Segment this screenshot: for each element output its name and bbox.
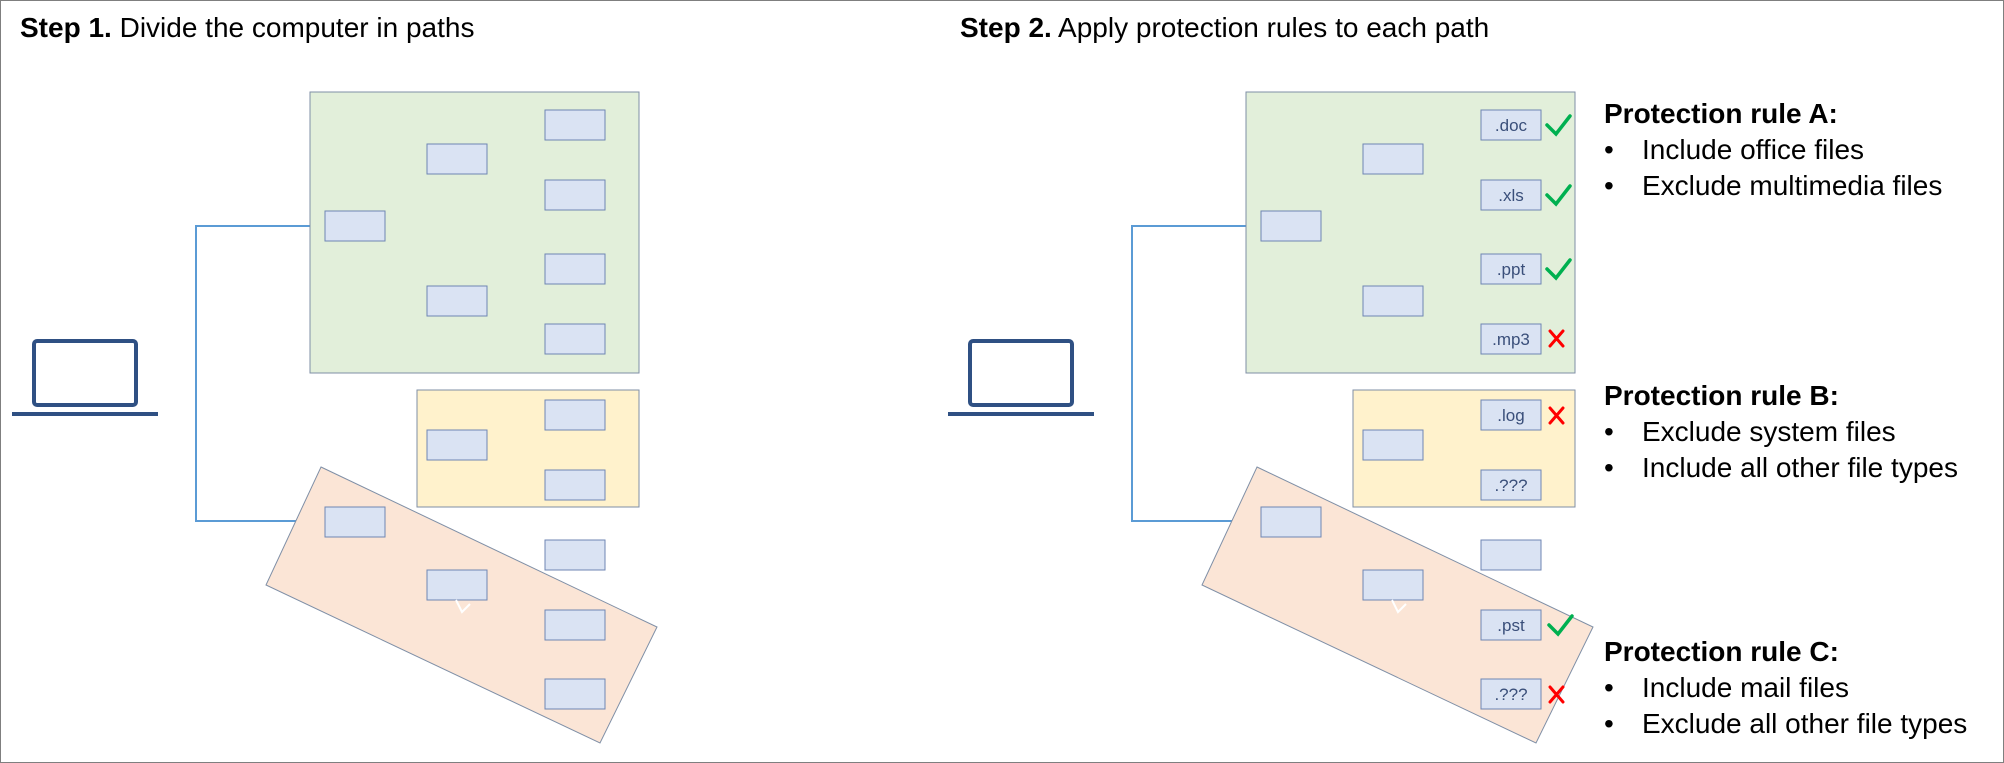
path-connector [195, 225, 325, 522]
rule-a-title: Protection rule A: [1604, 98, 1838, 129]
protection-rule-a: Protection rule A: Include office files … [1604, 98, 1942, 204]
folder-box [1260, 210, 1322, 242]
protection-rule-b: Protection rule B: Exclude system files … [1604, 380, 1958, 486]
file-box [1480, 539, 1542, 571]
step1-title-bold: Step 1. [20, 12, 112, 43]
rule-c-item: Exclude all other file types [1604, 706, 1967, 742]
tick-mark [455, 599, 471, 614]
folder-box [426, 569, 488, 601]
rule-b-item: Exclude system files [1604, 414, 1958, 450]
cross-icon [1548, 685, 1565, 704]
file-ppt [1480, 253, 1542, 285]
tick-mark [1391, 599, 1407, 614]
protection-rule-c: Protection rule C: Include mail files Ex… [1604, 636, 1967, 742]
file-label-ppt: .ppt [1497, 260, 1526, 279]
check-icon [1547, 614, 1574, 637]
rule-b-title: Protection rule B: [1604, 380, 1839, 411]
rule-c-title: Protection rule C: [1604, 636, 1839, 667]
rule-c-list: Include mail files Exclude all other fil… [1604, 670, 1967, 742]
step1-title: Step 1. Divide the computer in paths [20, 12, 474, 44]
folder-box [324, 210, 386, 242]
folder-box [426, 429, 488, 461]
cross-icon [1548, 406, 1565, 425]
laptop-icon [948, 339, 1094, 416]
file-label-pst: .pst [1497, 616, 1525, 635]
file-box [544, 539, 606, 571]
laptop-icon [12, 339, 158, 416]
rule-b-item: Include all other file types [1604, 450, 1958, 486]
rule-c-item: Include mail files [1604, 670, 1967, 706]
file-log [1480, 399, 1542, 431]
file-box [544, 179, 606, 211]
check-icon [1545, 114, 1572, 137]
folder-box [1362, 285, 1424, 317]
file-unknown-c [1480, 678, 1542, 710]
rule-a-item: Exclude multimedia files [1604, 168, 1942, 204]
file-label-unknown-b: .??? [1494, 476, 1527, 495]
file-pst [1480, 609, 1542, 641]
file-box [544, 469, 606, 501]
step2-title: Step 2. Apply protection rules to each p… [960, 12, 1489, 44]
file-label-mp3: .mp3 [1492, 330, 1530, 349]
step1-title-text: Divide the computer in paths [111, 12, 475, 43]
path-connector [1131, 225, 1261, 522]
file-label-unknown-c: .??? [1494, 685, 1527, 704]
step2-diagram: .doc .xls .ppt .mp3 .log .??? .pst .??? [948, 91, 1594, 744]
step2-title-bold: Step 2. [960, 12, 1052, 43]
file-unknown-b [1480, 469, 1542, 501]
file-box [544, 609, 606, 641]
folder-box [1362, 569, 1424, 601]
check-icon [1545, 184, 1572, 207]
file-mp3 [1480, 323, 1542, 355]
step2-title-text: Apply protection rules to each path [1051, 12, 1490, 43]
check-icon [1545, 258, 1572, 281]
rule-a-item: Include office files [1604, 132, 1942, 168]
rule-a-list: Include office files Exclude multimedia … [1604, 132, 1942, 204]
file-label-xls: .xls [1498, 186, 1524, 205]
file-label-log: .log [1497, 406, 1524, 425]
file-box [544, 399, 606, 431]
file-box [544, 323, 606, 355]
file-label-doc: .doc [1495, 116, 1528, 135]
file-doc [1480, 109, 1542, 141]
folder-box [1362, 143, 1424, 175]
folder-box [324, 506, 386, 538]
file-box [544, 109, 606, 141]
folder-box [426, 143, 488, 175]
file-xls [1480, 179, 1542, 211]
rule-b-list: Exclude system files Include all other f… [1604, 414, 1958, 486]
folder-box [1362, 429, 1424, 461]
folder-box [1260, 506, 1322, 538]
file-box [544, 253, 606, 285]
cross-icon [1548, 329, 1565, 348]
file-box [544, 678, 606, 710]
step1-diagram [12, 91, 658, 744]
folder-box [426, 285, 488, 317]
